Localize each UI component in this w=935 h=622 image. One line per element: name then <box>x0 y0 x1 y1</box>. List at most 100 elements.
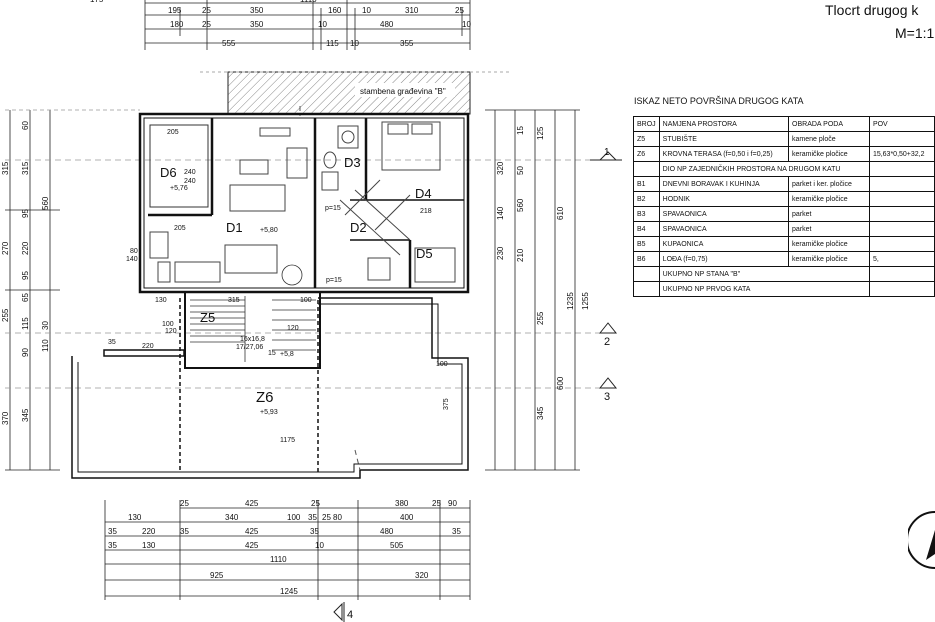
dim-left-inner-2: 110 <box>41 339 50 352</box>
section-marker-4: 4 <box>333 602 353 622</box>
table-row: DIO NP ZAJEDNIČKIH PROSTORA NA DRUGOM KA… <box>633 161 935 177</box>
dim-top-2a: 180 <box>170 20 184 29</box>
dim-bot-2a: 130 <box>128 513 142 522</box>
dim-right-c1: 600 <box>556 376 565 390</box>
dim-d1-140: 140 <box>126 256 138 263</box>
dim-top-2d: 10 <box>318 20 327 29</box>
top-dimensions <box>144 0 471 50</box>
dim-right-b3: 560 <box>516 198 525 212</box>
dim-bot-3a: 35 <box>108 527 117 536</box>
stair-spec: 16x16,8 <box>240 336 265 343</box>
dim-315: 315 <box>228 297 240 304</box>
dim-120: 120 <box>287 325 299 332</box>
dim-left-outer-3: 370 <box>1 411 10 425</box>
bottom-dimensions <box>104 500 471 600</box>
dim-top-2f: 10 <box>462 20 471 29</box>
dim-bot-4a: 35 <box>108 541 117 550</box>
dim-bot-7a: 1245 <box>280 587 298 596</box>
hall-d2-diagonal <box>339 179 411 256</box>
dim-bot-4d: 10 <box>315 541 324 550</box>
area-table-caption: ISKAZ NETO POVRŠINA DRUGOG KATA <box>634 96 804 106</box>
svg-text:1: 1 <box>604 147 610 158</box>
dim-top-1g: 25 <box>455 6 464 15</box>
bathroom-d5 <box>367 247 456 283</box>
dim-left-outer-2: 255 <box>1 308 10 322</box>
dim-35: 35 <box>108 339 116 346</box>
dim-bot-1b: 425 <box>245 499 259 508</box>
dim-bot-4e: 505 <box>390 541 404 550</box>
dim-top-3d: 355 <box>400 39 414 48</box>
dim-left-mid-2: 95 <box>21 209 30 218</box>
room-d3-label: D3 <box>344 155 361 170</box>
dim-bot-4c: 425 <box>245 541 259 550</box>
terrace-outline <box>71 291 469 479</box>
furniture-d1 <box>149 127 308 283</box>
room-d6-level: +5,76 <box>170 185 188 192</box>
room-d6-label: D6 <box>160 165 177 180</box>
dim-top-3b: 115 <box>326 39 339 48</box>
dim-right-d1: 1255 <box>581 292 590 310</box>
dim-right-b4: 230 <box>496 246 505 260</box>
north-arrow-icon <box>908 511 935 569</box>
room-z6-label: Z6 <box>256 389 274 406</box>
dim-top-1e: 10 <box>362 6 371 15</box>
dim-top-3a: 555 <box>222 39 236 48</box>
dim-top-0b: 1115 <box>300 0 317 4</box>
dim-left-outer-0: 315 <box>1 161 10 175</box>
dim-bot-1a: 25 <box>180 499 189 508</box>
area-table-header: BROJ NAMJENA PROSTORA OBRADA PODA POV <box>633 116 935 132</box>
dim-top-0a: 175 <box>90 0 104 4</box>
dim-left-mid-0: 60 <box>21 121 30 130</box>
dim-bot-4b: 130 <box>142 541 156 550</box>
dim-right-d0: 1235 <box>566 292 575 310</box>
balcony-d6 <box>149 124 209 208</box>
level-a: +5,8 <box>280 351 294 358</box>
stair-spec-2: 17/27,06 <box>236 344 263 351</box>
dim-bot-2d: 35 <box>308 513 317 522</box>
dim-bot-3d: 425 <box>245 527 259 536</box>
dim-bot-2f: 80 <box>333 513 342 522</box>
dim-bot-3c: 35 <box>180 527 189 536</box>
dim-left-mid-8: 345 <box>21 408 30 422</box>
drawing-title: Tlocrt drugog k <box>825 2 919 18</box>
roof-slope-lines <box>299 106 361 471</box>
dim-bot-2b: 340 <box>225 513 239 522</box>
room-d1-level: +5,80 <box>260 227 278 234</box>
dim-d1-100: 100 <box>162 321 174 328</box>
dim-100: 100 <box>300 297 312 304</box>
dim-left-mid-1: 315 <box>21 161 30 175</box>
dim-right-b1: 50 <box>516 166 525 175</box>
header-floor: OBRADA PODA <box>788 116 870 132</box>
dim-bot-1e: 25 <box>432 499 441 508</box>
dim-bot-5a: 1110 <box>270 555 287 564</box>
svg-text:3: 3 <box>604 391 610 403</box>
room-d4-label: D4 <box>415 186 432 201</box>
svg-text:2: 2 <box>604 336 610 348</box>
dim-220: 220 <box>142 343 154 350</box>
dim-left-inner-1: 30 <box>41 321 50 330</box>
dim-left-inner-0: 560 <box>41 196 50 210</box>
dim-right-a4: 345 <box>536 406 545 420</box>
dim-left-outer-1: 270 <box>1 241 10 255</box>
dim-top-3c: 10 <box>350 39 359 48</box>
bed-d4 <box>381 121 441 171</box>
dim-right-b2: 140 <box>496 206 505 220</box>
dim-right-b0: 15 <box>516 126 525 135</box>
right-dimensions <box>485 109 580 471</box>
dim-top-2e: 480 <box>380 20 394 29</box>
dim-top-1d: 160 <box>328 6 342 15</box>
dim-top-1c: 350 <box>250 6 264 15</box>
dim-bot-2e: 25 <box>322 513 331 522</box>
dim-d6-240b: 240 <box>184 178 196 185</box>
svg-text:4: 4 <box>347 609 353 621</box>
dim-15: 15 <box>268 350 276 357</box>
dim-bot-2c: 100 <box>287 513 301 522</box>
dim-top-2b: 25 <box>202 20 211 29</box>
neighbor-building-label: stambena građevina "B" <box>360 87 446 96</box>
